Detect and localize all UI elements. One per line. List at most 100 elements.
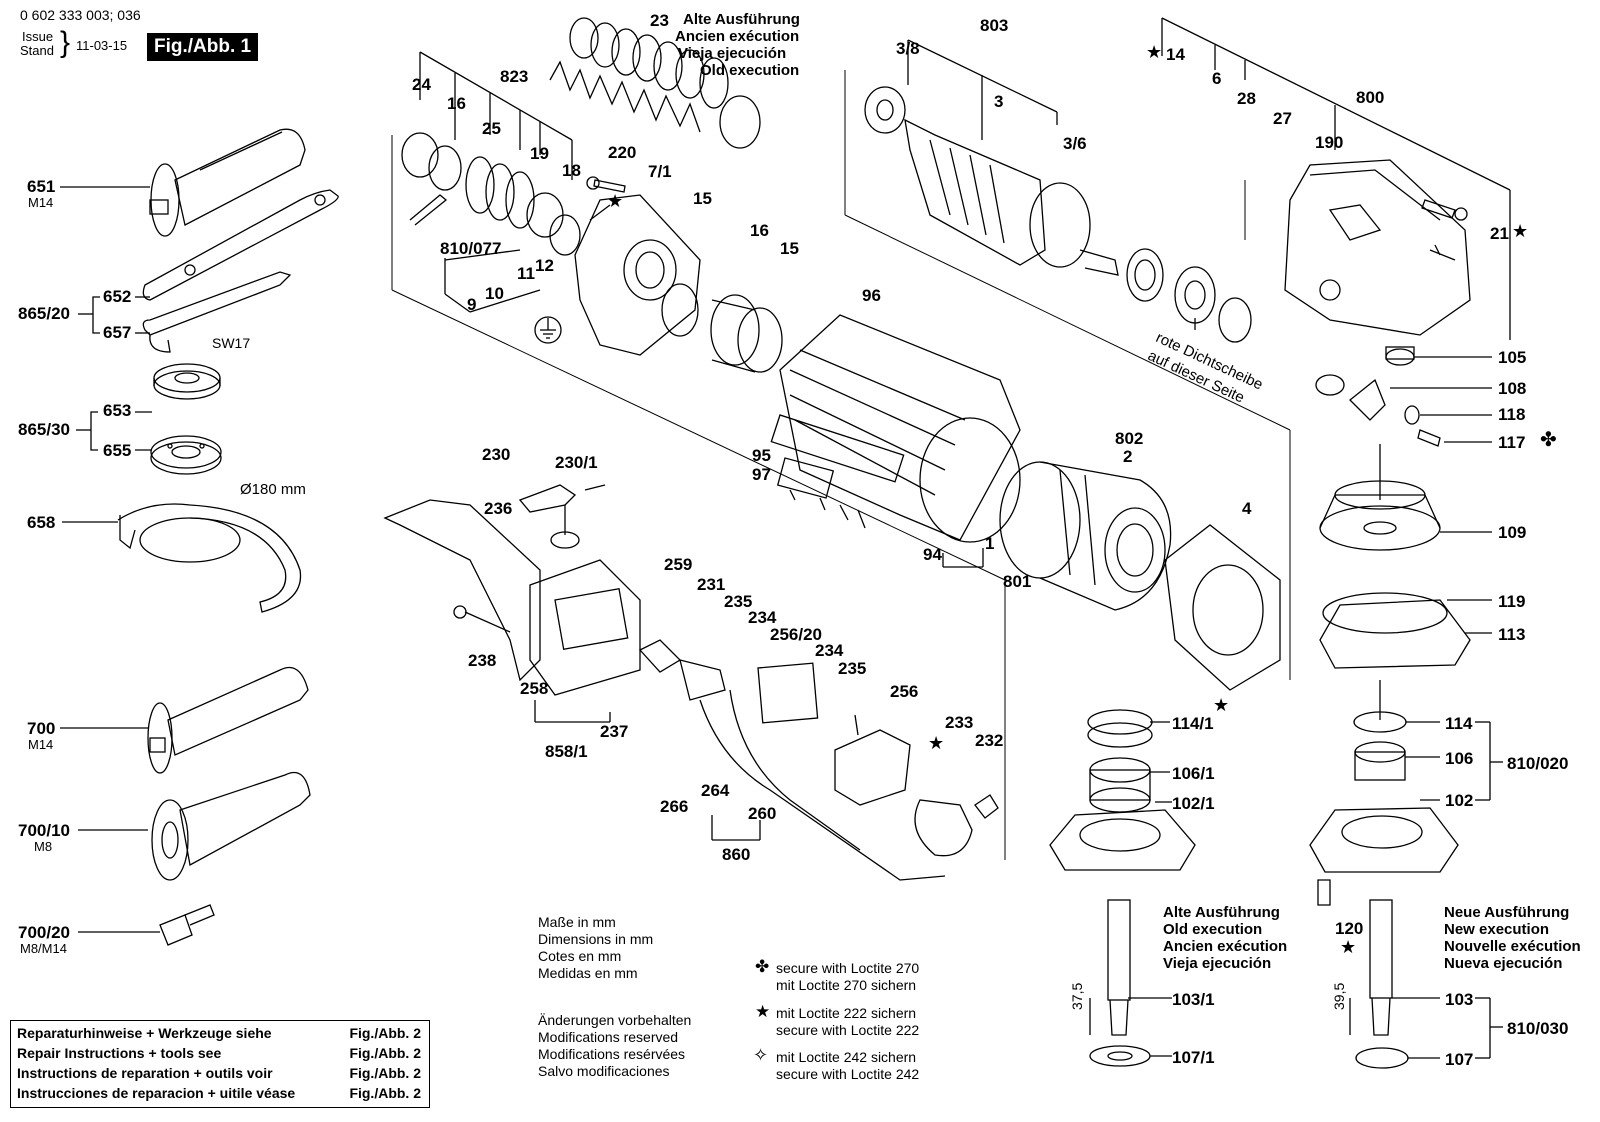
repair-line-3: Instrucciones de reparacion + uitile véa… bbox=[17, 1085, 296, 1101]
changes-note-3: Salvo modificaciones bbox=[538, 1063, 670, 1079]
part-256: 256 bbox=[890, 682, 919, 701]
handle-housing-258-icon bbox=[383, 499, 641, 696]
old-execution-bottom-3: Vieja ejecución bbox=[1163, 955, 1272, 972]
flange-653-icon bbox=[153, 363, 221, 400]
part-18: 18 bbox=[562, 161, 581, 180]
legend-open-star-line-1: mit Loctite 242 sichern bbox=[776, 1049, 917, 1065]
bevel-gear-109-icon bbox=[1319, 480, 1492, 551]
changes-note-0: Änderungen vorbehalten bbox=[538, 1012, 692, 1028]
part-21: 21 bbox=[1490, 224, 1509, 243]
switch-rod-259-icon bbox=[638, 639, 946, 881]
part-231: 231 bbox=[697, 575, 726, 594]
handle-700-icon bbox=[60, 666, 309, 774]
part-264: 264 bbox=[701, 781, 730, 800]
part-113: 113 bbox=[1498, 625, 1526, 644]
repair-line-1: Repair Instructions + tools see bbox=[17, 1045, 222, 1061]
part-97: 97 bbox=[752, 465, 771, 484]
bracket-858-1 bbox=[534, 700, 611, 723]
part-266: 266 bbox=[660, 797, 689, 816]
part-102-1: 102/1 bbox=[1172, 794, 1215, 813]
part-236: 236 bbox=[484, 499, 513, 518]
part-107: 107 bbox=[1445, 1050, 1474, 1069]
part-865-30: 865/30 bbox=[18, 420, 70, 439]
bearing-seal-15-16-icon bbox=[661, 283, 783, 373]
part-810-077: 810/077 bbox=[440, 239, 502, 258]
part-232: 232 bbox=[975, 731, 1004, 750]
part-700-thread: M14 bbox=[28, 737, 54, 752]
wrench-657-icon bbox=[142, 271, 292, 353]
screw-220-icon bbox=[586, 176, 626, 193]
measure-note-0: Maße in mm bbox=[538, 914, 616, 930]
part-3-6: 3/6 bbox=[1063, 134, 1087, 153]
part-94: 94 bbox=[923, 545, 942, 564]
bracket-810-030 bbox=[1475, 997, 1503, 1059]
part-700-10: 700/10 bbox=[18, 821, 70, 840]
part-117: 117 bbox=[1498, 433, 1526, 452]
part-235-a: 235 bbox=[724, 592, 753, 611]
guard-diameter: Ø180 mm bbox=[240, 481, 306, 498]
field-housing-96-icon bbox=[770, 314, 1021, 543]
star-icon: ★ bbox=[1340, 937, 1357, 957]
measure-note-1: Dimensions in mm bbox=[538, 931, 654, 947]
ring-seal-119-113-icon bbox=[1319, 592, 1492, 720]
part-858-1: 858/1 bbox=[545, 742, 588, 761]
old-execution-top-2: Vieja ejecución bbox=[678, 45, 787, 62]
part-118: 118 bbox=[1498, 405, 1526, 424]
part-2: 2 bbox=[1123, 447, 1133, 466]
new-execution-bottom-2: Nouvelle exécution bbox=[1444, 938, 1581, 955]
new-execution-bottom-0: Neue Ausführung bbox=[1444, 904, 1570, 921]
part-15-a: 15 bbox=[693, 189, 712, 208]
old-execution-bottom-2: Ancien exécution bbox=[1163, 938, 1288, 955]
part-803: 803 bbox=[980, 16, 1009, 35]
part-657: 657 bbox=[103, 323, 132, 342]
bracket-800 bbox=[1161, 17, 1511, 340]
old-execution-top-1: Ancien exécution bbox=[675, 28, 800, 45]
legend-star-line-1: mit Loctite 222 sichern bbox=[776, 1005, 917, 1021]
part-24: 24 bbox=[412, 75, 431, 94]
brace: } bbox=[60, 26, 71, 59]
part-658: 658 bbox=[27, 513, 56, 532]
part-19: 19 bbox=[530, 144, 549, 163]
repair-line-0: Reparaturhinweise + Werkzeuge siehe bbox=[17, 1025, 272, 1041]
lock-lever-230-icon bbox=[518, 484, 606, 549]
part-96: 96 bbox=[862, 286, 881, 305]
part-6: 6 bbox=[1212, 69, 1222, 88]
ground-symbol-icon bbox=[534, 316, 562, 344]
part-114-1: 114/1 bbox=[1172, 714, 1214, 733]
brush-plate-4-icon bbox=[1164, 524, 1281, 691]
suppressor-232-icon bbox=[914, 794, 999, 857]
gear-parts-105-117-icon bbox=[1315, 346, 1492, 500]
star-icon: ★ bbox=[1146, 42, 1163, 62]
handle-700-10-icon bbox=[78, 771, 311, 881]
part-105: 105 bbox=[1498, 348, 1527, 367]
clamp-nut-655-icon bbox=[150, 435, 222, 475]
part-3-8: 3/8 bbox=[896, 39, 920, 58]
part-652: 652 bbox=[103, 287, 132, 306]
part-12: 12 bbox=[535, 256, 554, 275]
new-spindle-assembly-icon bbox=[1309, 711, 1459, 1069]
stand-label: Stand bbox=[20, 43, 54, 58]
old-execution-top-3: Old execution bbox=[700, 62, 800, 79]
part-95: 95 bbox=[752, 446, 771, 465]
part-230: 230 bbox=[482, 445, 511, 464]
legend-open-star-line-2: secure with Loctite 242 bbox=[776, 1066, 920, 1082]
repair-line-3-figure: Fig./Abb. 2 bbox=[349, 1085, 421, 1101]
part-114: 114 bbox=[1445, 714, 1473, 733]
changes-note-1: Modifications reserved bbox=[538, 1029, 679, 1045]
part-109: 109 bbox=[1498, 523, 1527, 542]
pin-spanner-652-icon bbox=[142, 189, 339, 301]
part-700-10-thread: M8 bbox=[34, 839, 53, 854]
part-107-1: 107/1 bbox=[1172, 1048, 1215, 1067]
bracket-803 bbox=[907, 39, 1058, 140]
part-700: 700 bbox=[27, 719, 56, 738]
part-190: 190 bbox=[1315, 133, 1344, 152]
star-icon: ★ bbox=[1213, 695, 1230, 715]
bracket-810-077 bbox=[444, 249, 541, 313]
bolt-238-icon bbox=[453, 605, 511, 633]
part-233: 233 bbox=[945, 713, 974, 732]
figure-label: Fig./Abb. 1 bbox=[147, 33, 259, 61]
handle-651-icon bbox=[60, 128, 306, 237]
part-865-20: 865/20 bbox=[18, 304, 70, 323]
